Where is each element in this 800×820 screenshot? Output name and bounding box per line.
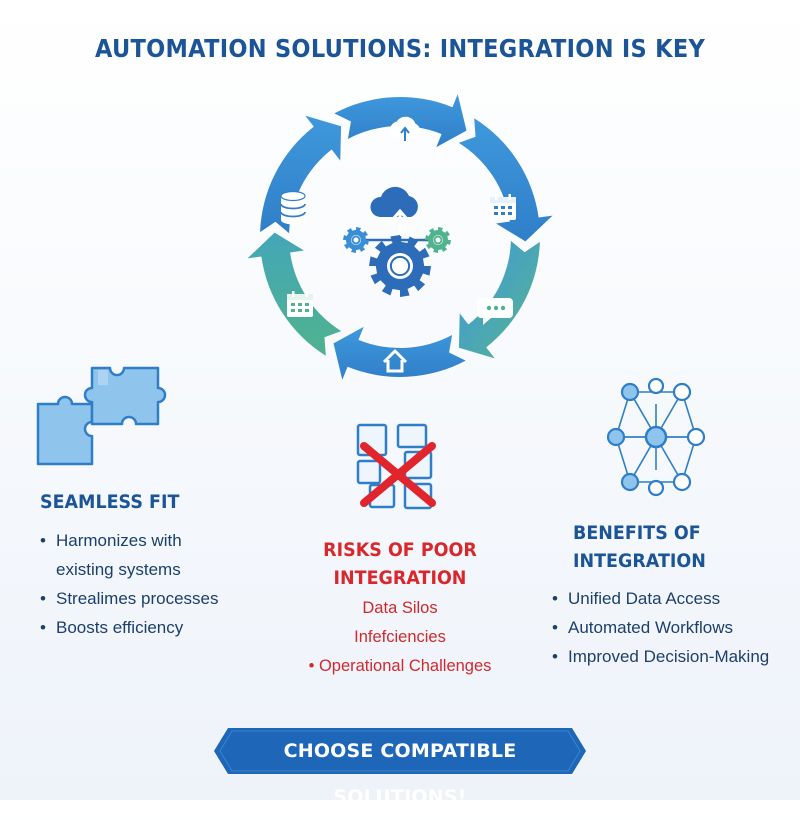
seamless-fit-section: SEAMLESS FIT Harmonizes with existing sy… (40, 488, 219, 642)
list-item: Improved Decision-Making (552, 642, 769, 671)
home-icon (382, 349, 408, 373)
benefits-heading: BENEFITS OF INTEGRATION (573, 522, 706, 572)
risks-list: Data Silos Infefciencies Operational Cha… (260, 594, 540, 681)
risks-section: RISKS OF POOR INTEGRATION Data Silos Inf… (260, 536, 540, 681)
database-icon (280, 190, 306, 225)
broken-blocks-x-icon (356, 423, 436, 510)
list-item: Automated Workflows (552, 613, 769, 642)
cycle-arrow-segment (260, 115, 342, 234)
benefits-list: Unified Data Access Automated Workflows … (552, 584, 769, 671)
cycle-arrow-segment (333, 326, 466, 380)
calendar-icon (287, 291, 313, 317)
page-title: AUTOMATION SOLUTIONS: INTEGRATION IS KEY (94, 34, 706, 63)
banner-ribbon (214, 728, 586, 774)
cycle-arrow-segment (458, 118, 553, 242)
network-icon (606, 377, 706, 497)
upload-arrow-icon (391, 208, 409, 234)
small-gear-icon (425, 227, 451, 253)
list-item: Data Silos (362, 599, 438, 617)
call-to-action-banner: CHOOSE COMPATIBLE SOLUTIONS! (214, 728, 586, 808)
seamless-fit-list: Harmonizes with existing systems Streali… (40, 526, 219, 642)
list-item: Unified Data Access (552, 584, 769, 613)
benefits-section: BENEFITS OF INTEGRATION Unified Data Acc… (552, 519, 769, 671)
integration-cycle-diagram (36, 94, 706, 510)
cloud-gears-icon (343, 186, 451, 297)
list-item: Harmonizes with existing systems (40, 526, 219, 584)
list-item: Operational Challenges (260, 652, 540, 681)
banner-text: CHOOSE COMPATIBLE SOLUTIONS! (283, 740, 517, 808)
list-item: Infefciencies (354, 628, 446, 646)
large-gear-icon (369, 235, 431, 297)
seamless-fit-heading: SEAMLESS FIT (40, 491, 180, 513)
list-item: Boosts efficiency (40, 613, 219, 642)
cloud-upload-icon (390, 116, 420, 146)
list-item: Strealimes processes (40, 584, 219, 613)
calendar-icon (490, 194, 516, 220)
small-gear-icon (343, 227, 369, 253)
puzzle-icon (36, 366, 167, 466)
chat-icon (477, 298, 513, 325)
risks-heading: RISKS OF POOR INTEGRATION (323, 539, 477, 589)
cloud-icon (370, 186, 418, 217)
